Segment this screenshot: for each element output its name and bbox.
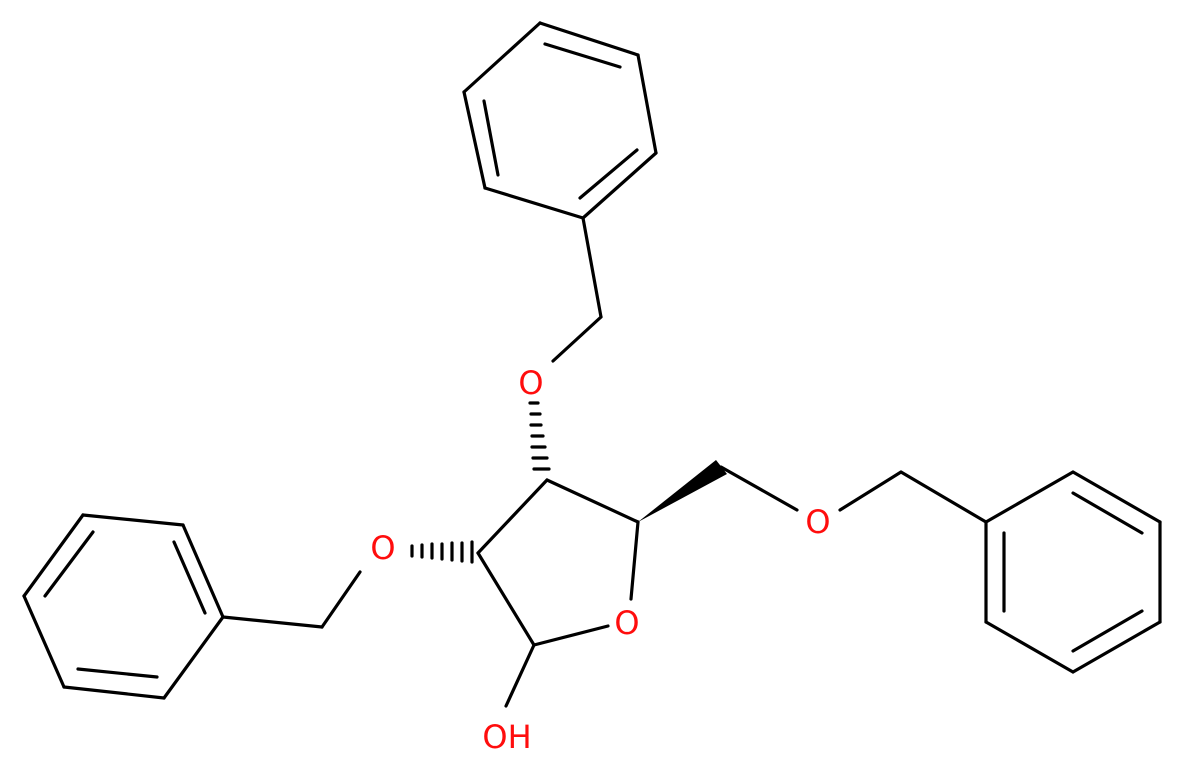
- oxygen-label-right: O: [805, 503, 830, 541]
- benzene-ring-top: [462, 21, 658, 220]
- bond-o-ring-c1: [532, 624, 610, 647]
- hashed-bond-c3-o: [528, 401, 551, 471]
- oxygen-label-ring: O: [614, 604, 639, 642]
- hydroxyl-label: OH: [482, 718, 531, 756]
- bond-ch2-ring-right: [899, 470, 988, 524]
- benzene-ring-right: [984, 470, 1162, 674]
- oxygen-label-left: O: [370, 529, 395, 567]
- benzene-ring-left: [22, 513, 225, 700]
- bond-ring-top-ch2: [581, 216, 603, 319]
- bond-c3-c4: [545, 478, 640, 524]
- oxygen-label-top: O: [518, 364, 543, 402]
- bond-c3-c2: [476, 478, 549, 555]
- bond-c1-oh: [504, 643, 536, 708]
- bond-ch2-o-right: [719, 465, 799, 512]
- bond-o-right-ch2: [838, 470, 903, 512]
- bond-c4-o-ring: [629, 520, 640, 601]
- hashed-bond-c2-o: [410, 540, 474, 564]
- bond-ch2-ring-left: [221, 615, 324, 629]
- bond-o-left-ch2: [320, 570, 362, 629]
- bond-ch2-o-top: [551, 315, 603, 363]
- wedge-bond-c4-ch2: [638, 460, 727, 522]
- bond-c2-c1: [476, 551, 536, 647]
